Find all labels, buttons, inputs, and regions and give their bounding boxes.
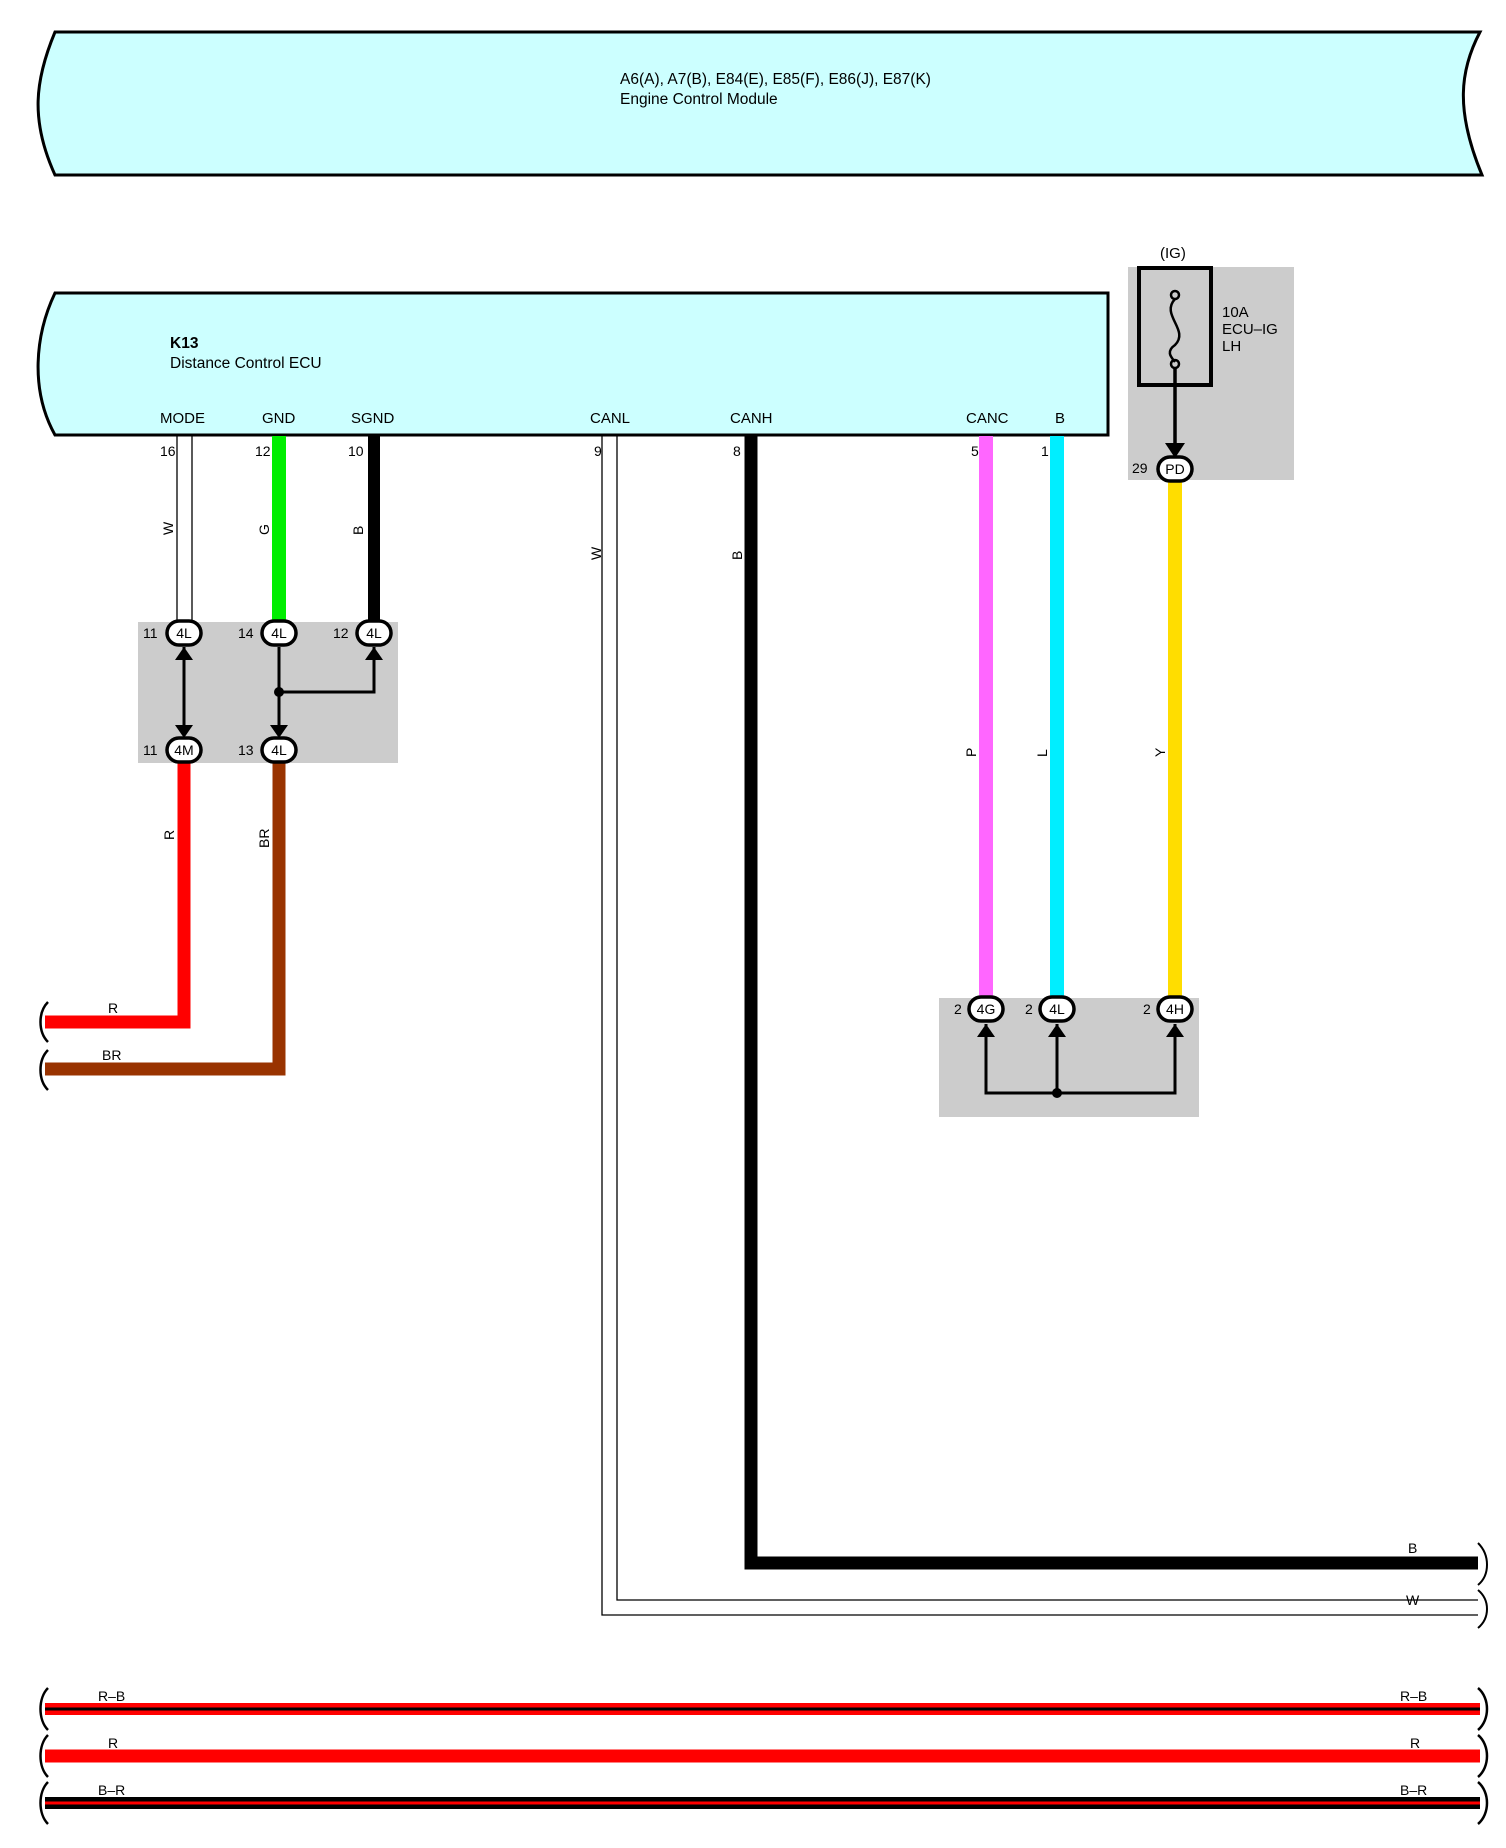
wire-out-br xyxy=(45,762,286,1076)
ecu-name: Distance Control ECU xyxy=(170,355,322,372)
wire-out-r xyxy=(45,762,191,1029)
wire-ig-color: Y xyxy=(1152,747,1168,757)
right-break-marks xyxy=(1477,1542,1488,1629)
jl-c1-conn: 4L xyxy=(176,625,192,641)
terminal-canh-label: CANH xyxy=(730,410,773,427)
fuse-pin: 29 xyxy=(1132,460,1148,476)
bus-br-label-left: B–R xyxy=(98,1782,125,1798)
wire-out-r-color: R xyxy=(161,830,177,840)
jl-c4-pin: 11 xyxy=(143,742,158,758)
jl-c1-pin: 11 xyxy=(143,625,158,641)
wire-b-color: L xyxy=(1034,749,1050,757)
connector-pills xyxy=(165,455,1194,1023)
jr-c1-pin: 2 xyxy=(954,1001,962,1017)
bus-break-marks xyxy=(39,1687,1489,1825)
fuse-name-line1: ECU–IG xyxy=(1222,321,1278,338)
ecu-code: K13 xyxy=(170,335,199,352)
terminal-sgnd-label: SGND xyxy=(351,410,395,427)
junction-right-arrow-icons xyxy=(977,1024,1184,1037)
ecm-codes: A6(A), A7(B), E84(E), E85(F), E86(J), E8… xyxy=(620,71,931,88)
jl-c3-conn: 4L xyxy=(366,625,382,641)
jl-c4-conn: 4M xyxy=(174,742,193,758)
wire-out-br-color: BR xyxy=(256,829,272,848)
terminal-sgnd-pin: 10 xyxy=(348,443,364,459)
wire-canl xyxy=(601,436,1478,1616)
terminal-canc-pin: 5 xyxy=(971,443,979,459)
wire-mode-color: W xyxy=(160,521,176,535)
fuse-rating: 10A xyxy=(1222,304,1249,321)
bus-r-label-left: R xyxy=(108,1735,118,1751)
wire-canh xyxy=(744,436,1478,1570)
terminal-gnd-label: GND xyxy=(262,410,296,427)
junction-right-splice xyxy=(1052,1088,1062,1098)
edge-right-w: W xyxy=(1406,1592,1420,1608)
jl-c5-pin: 13 xyxy=(238,742,254,758)
bus-r-label-right: R xyxy=(1410,1735,1420,1751)
terminal-mode-label: MODE xyxy=(160,410,205,427)
terminal-canl-label: CANL xyxy=(590,410,630,427)
jr-c2-conn: 4L xyxy=(1049,1001,1065,1017)
edge-left-r: R xyxy=(108,1000,118,1016)
wire-mode xyxy=(176,436,193,622)
jl-c2-pin: 14 xyxy=(238,625,254,641)
edge-right-b: B xyxy=(1408,1540,1417,1556)
jr-c2-pin: 2 xyxy=(1025,1001,1033,1017)
wire-gnd-color: G xyxy=(256,524,272,535)
wire-canh-color: B xyxy=(729,551,745,560)
terminal-mode-pin: 16 xyxy=(160,443,176,459)
fuse-arrow-icon xyxy=(1165,443,1185,458)
fuse-name-line2: LH xyxy=(1222,338,1241,355)
ecm-name: Engine Control Module xyxy=(620,91,778,108)
jr-c3-pin: 2 xyxy=(1143,1001,1151,1017)
jr-c1-conn: 4G xyxy=(977,1001,996,1017)
terminal-b-label: B xyxy=(1055,410,1065,427)
ecm-panel xyxy=(36,30,1485,177)
ecu-panel xyxy=(36,291,1110,437)
terminal-b-pin: 1 xyxy=(1041,443,1049,459)
jl-c2-conn: 4L xyxy=(271,625,287,641)
bus-rb-label-left: R–B xyxy=(98,1688,125,1704)
junction-left-splice xyxy=(274,687,284,697)
fuse-connector: PD xyxy=(1165,461,1184,477)
terminal-canc-label: CANC xyxy=(966,410,1009,427)
wire-canl-color: W xyxy=(588,546,604,560)
junction-left-arrow-icons xyxy=(175,647,383,738)
jr-c3-conn: 4H xyxy=(1166,1001,1184,1017)
edge-left-br: BR xyxy=(102,1047,121,1063)
bus-rb-label-right: R–B xyxy=(1400,1688,1427,1704)
fuse-ig-label: (IG) xyxy=(1160,245,1186,262)
wire-sgnd-color: B xyxy=(350,526,366,535)
jl-c5-conn: 4L xyxy=(271,742,287,758)
terminal-canh-pin: 8 xyxy=(733,443,741,459)
jl-c3-pin: 12 xyxy=(333,625,349,641)
wire-canc-color: P xyxy=(963,748,979,757)
terminal-gnd-pin: 12 xyxy=(255,443,271,459)
bus-br-label-right: B–R xyxy=(1400,1782,1427,1798)
left-break-marks xyxy=(39,1001,49,1091)
terminal-canl-pin: 9 xyxy=(594,443,602,459)
